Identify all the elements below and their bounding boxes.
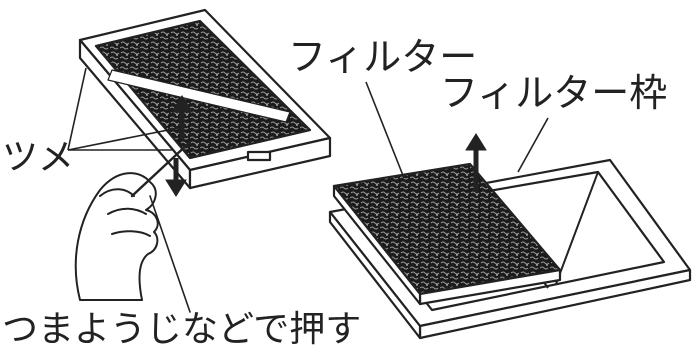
right-lift-arrow [465, 133, 487, 192]
instruction-label: つまようじなどで押す [2, 309, 362, 350]
right-filter-pad [332, 162, 562, 306]
hand-with-toothpick [74, 140, 192, 313]
filter-label: フィルター [288, 35, 478, 79]
left-filter-frame [78, 8, 332, 190]
claw-label: ツメ [2, 137, 75, 178]
right-pointer-lines [365, 81, 549, 179]
claw-pointer-lines [67, 67, 179, 151]
filter-frame-label: フィルター枠 [440, 71, 668, 115]
left-push-arrows [165, 95, 193, 197]
